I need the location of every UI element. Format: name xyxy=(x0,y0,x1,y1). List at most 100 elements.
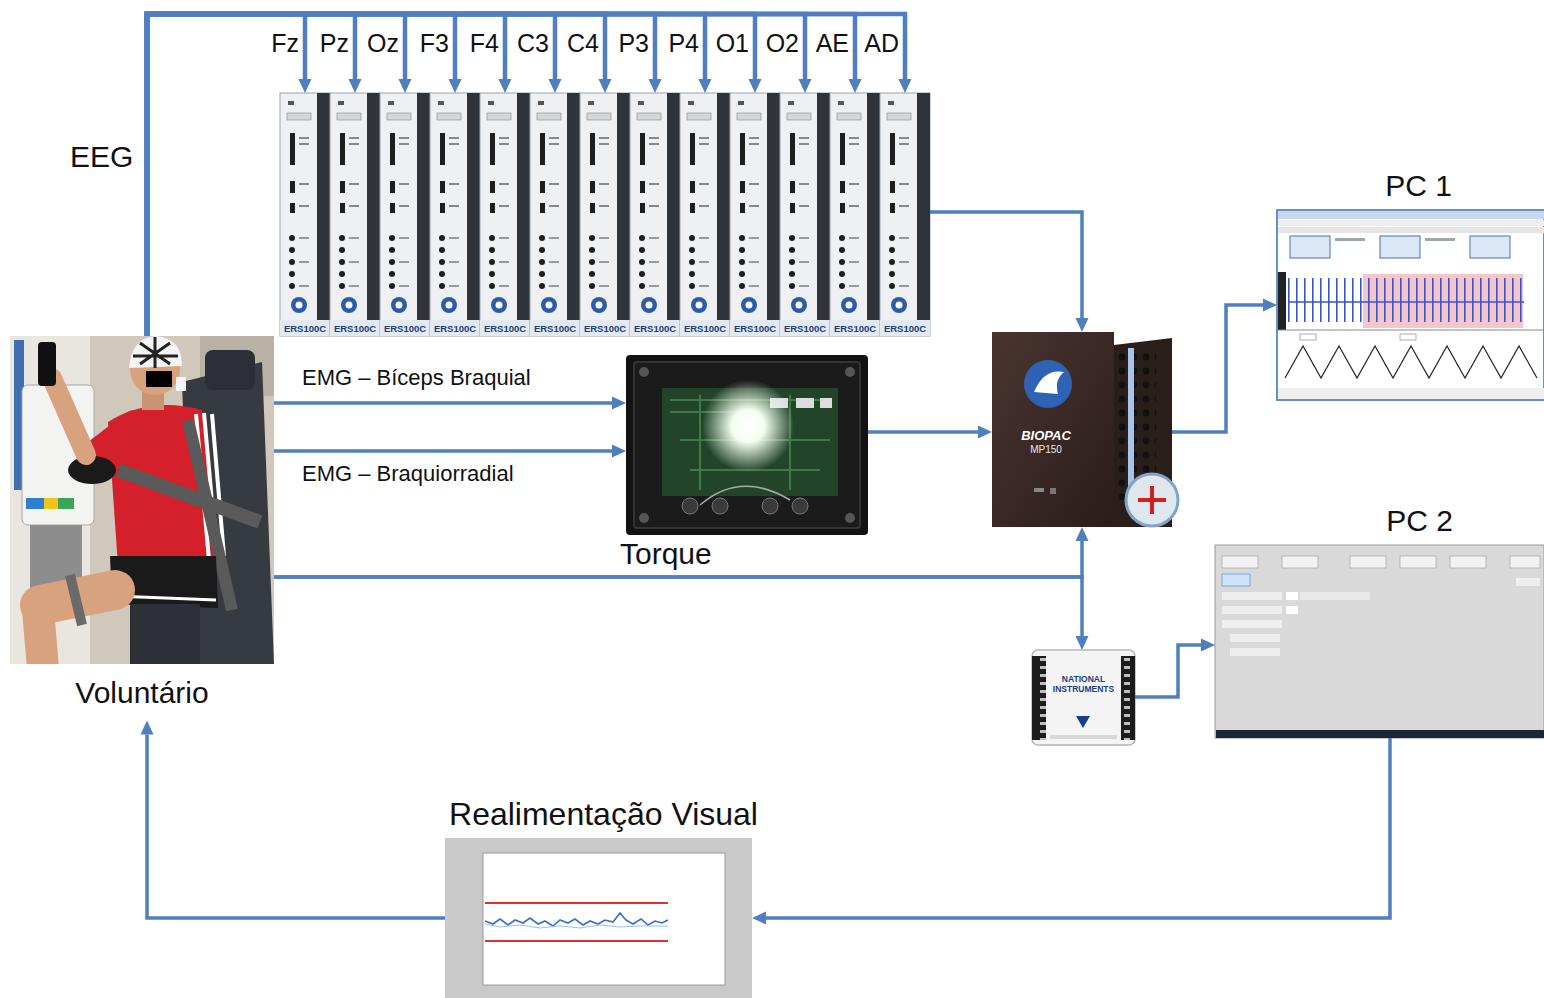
pc2-screenshot-part xyxy=(1400,556,1436,568)
pc2-screenshot-part xyxy=(1230,648,1280,656)
connector-line xyxy=(147,14,755,336)
connector-line xyxy=(274,449,612,453)
pc2-screenshot-part xyxy=(1222,592,1282,600)
amplifier-module: ERS100C xyxy=(330,93,380,336)
channel-label: P3 xyxy=(618,30,649,58)
pc-screen: PC 1 xyxy=(1277,210,1544,400)
pc1-screenshot-part xyxy=(1470,236,1510,258)
mp150-unit-part xyxy=(1126,474,1178,526)
connector-line xyxy=(147,735,445,919)
amplifier-rack-part xyxy=(830,93,880,336)
arrow-head xyxy=(799,79,812,93)
pc1-screenshot-part xyxy=(1278,330,1544,331)
pc-screen: PC 2 xyxy=(1215,545,1544,738)
pc1-screenshot-part xyxy=(1285,346,1537,378)
amplifier-rack-part xyxy=(480,93,530,336)
amplifier-rack-part xyxy=(280,93,330,336)
arrow-head xyxy=(1263,299,1277,312)
daq-device: NATIONAL INSTRUMENTS xyxy=(1032,650,1135,745)
module-label: ERS100C xyxy=(330,324,380,334)
arrow-head xyxy=(141,721,154,735)
volunteer-photo-art-part xyxy=(205,350,255,390)
mp150-unit-part xyxy=(992,332,1114,527)
amplifier-rack-part xyxy=(580,93,630,336)
photo-area xyxy=(10,336,274,664)
amplifier-rack-part xyxy=(330,93,380,336)
connector xyxy=(274,527,1089,577)
arrow-head xyxy=(499,79,512,93)
volunteer-photo-art-part xyxy=(92,425,135,458)
amplifier-rack-part xyxy=(730,93,780,336)
connector-line xyxy=(868,430,978,434)
channel-label: Fz xyxy=(271,30,299,58)
feedback-screen-art-part xyxy=(485,902,668,904)
node-label: Torque xyxy=(620,537,712,570)
daq-device-art-part xyxy=(1032,650,1135,745)
connector-line xyxy=(147,14,655,336)
connector-line xyxy=(1135,645,1201,697)
connector xyxy=(1172,299,1277,433)
connector-line xyxy=(147,14,705,336)
mp150-unit-part xyxy=(1128,348,1134,498)
connector-line xyxy=(147,14,455,336)
pc1-screenshot-part xyxy=(1278,388,1544,399)
device-label: MP150 xyxy=(998,444,1094,456)
emg-torque-photo-part xyxy=(626,355,868,535)
emg-torque-photo-part xyxy=(700,486,790,505)
connector-line xyxy=(147,14,555,336)
amplifier-module: ERS100C xyxy=(780,93,830,336)
emg-torque-photo-part xyxy=(820,398,832,408)
channel-label: Pz xyxy=(320,30,349,58)
feedback-screen-art-part xyxy=(485,940,668,942)
signal-label: EEG xyxy=(70,140,133,173)
daq-device-art-part xyxy=(1076,716,1090,728)
arrow-head xyxy=(449,79,462,93)
mp150-unit-part xyxy=(1024,360,1072,408)
daq-device-art xyxy=(1032,650,1135,745)
feedback-screen-art-part xyxy=(485,913,668,926)
amplifier-module: ERS100C xyxy=(630,93,680,336)
channel-label: AD xyxy=(864,30,899,58)
connector-line xyxy=(147,14,355,336)
module-label: ERS100C xyxy=(530,324,580,334)
node-label: Voluntário xyxy=(10,664,274,711)
pc2-screenshot-part xyxy=(1286,592,1298,600)
volunteer-photo-art-part xyxy=(38,610,44,664)
mp150-unit-part xyxy=(1138,486,1166,514)
pc1-screenshot-part xyxy=(1278,220,1544,226)
arrow-head xyxy=(612,397,626,410)
amplifier-module: ERS100C xyxy=(280,93,330,336)
arrow-head xyxy=(849,79,862,93)
module-label: ERS100C xyxy=(430,324,480,334)
module-label: ERS100C xyxy=(480,324,530,334)
connector xyxy=(147,14,812,336)
module-label: ERS100C xyxy=(580,324,630,334)
volunteer-photo-art-part xyxy=(26,498,44,509)
arrow-head xyxy=(749,79,762,93)
amplifier-rack-part xyxy=(630,93,680,336)
volunteer-photo-art-part xyxy=(70,575,82,625)
module-label: ERS100C xyxy=(680,324,730,334)
arrow-head xyxy=(1076,318,1089,332)
connector xyxy=(147,14,612,336)
module-label: ERS100C xyxy=(730,324,780,334)
amplifier-rack-part xyxy=(530,93,580,336)
module-label: ERS100C xyxy=(830,324,880,334)
module-label: ERS100C xyxy=(280,324,330,334)
biopac-mp150: BIOPACMP150 xyxy=(992,332,1172,527)
signal-label: EMG – Braquiorradial xyxy=(302,462,514,486)
connector-line xyxy=(147,14,905,336)
module-label: ERS100C xyxy=(380,324,430,334)
connector xyxy=(147,14,462,336)
channel-label: C3 xyxy=(517,30,549,58)
connector-line xyxy=(147,14,405,336)
pc2-screenshot-part xyxy=(1450,556,1486,568)
connector xyxy=(868,426,992,439)
emg-torque-photo-part xyxy=(712,498,728,514)
volunteer-photo-art-part xyxy=(44,498,58,509)
arrow-head xyxy=(1076,636,1089,650)
pc2-screenshot-part xyxy=(1350,556,1386,568)
arrow-head xyxy=(978,426,992,439)
amplifier-module: ERS100C xyxy=(580,93,630,336)
